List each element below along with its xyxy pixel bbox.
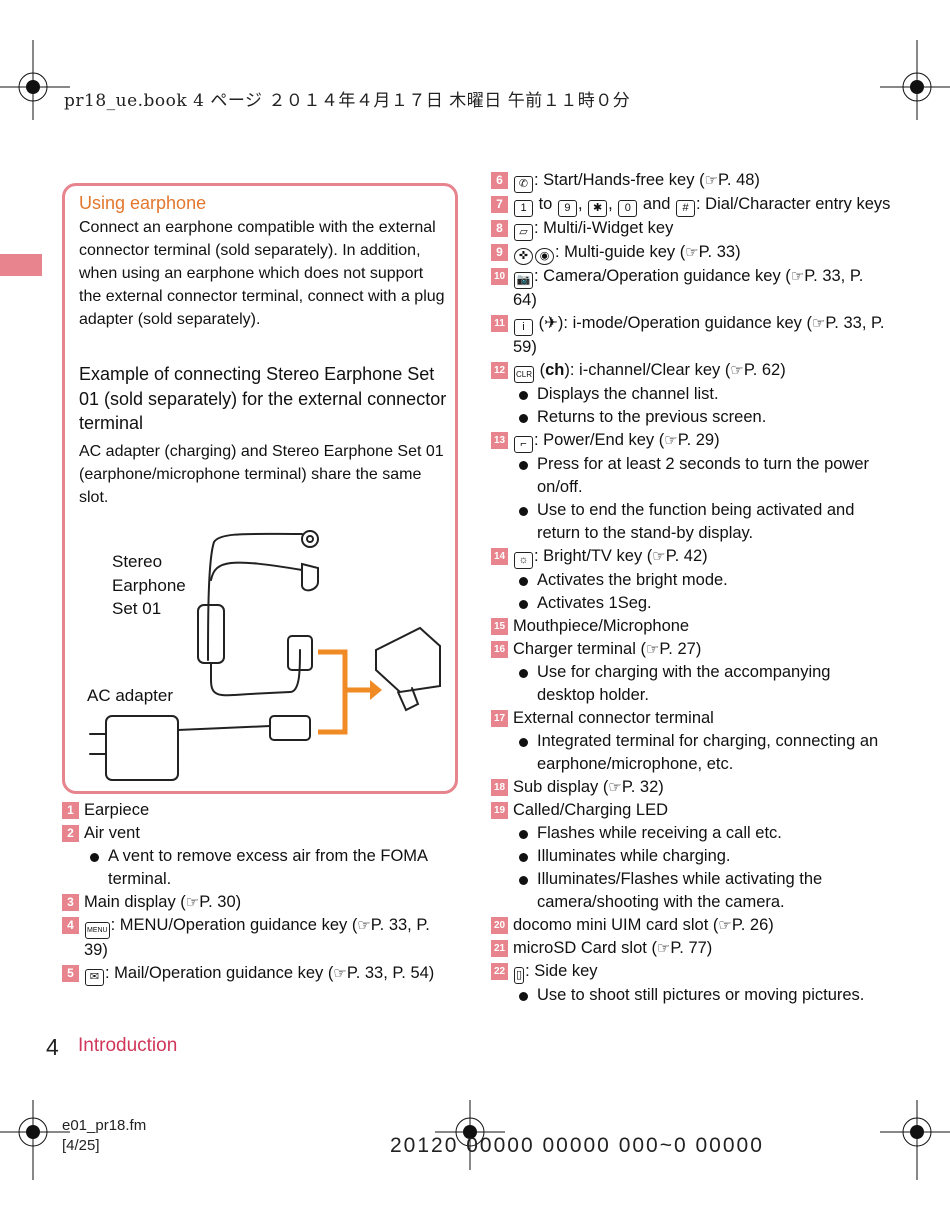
reference-icon: ☞ <box>704 172 719 189</box>
multi-widget-key-icon: ▱ <box>514 224 533 241</box>
key-0-icon: 0 <box>618 200 638 217</box>
list-bullet: Press for at least 2 seconds to turn the… <box>513 453 891 499</box>
reference-icon: ☞ <box>608 779 622 796</box>
box-paragraph-1: Connect an earphone compatible with the … <box>79 219 445 328</box>
camera-key-icon: 📷 <box>514 272 533 289</box>
center-key-icon: ◉ <box>535 248 554 265</box>
list-bullet: Integrated terminal for charging, connec… <box>513 730 891 776</box>
reference-icon: ☞ <box>664 432 678 449</box>
box-title: Using earphone <box>79 193 207 213</box>
reference-icon: ☞ <box>357 917 371 934</box>
list-item: 14☼: Bright/TV key (☞P. 42) <box>491 545 891 569</box>
multi-guide-key-icon: ✜ <box>514 248 533 265</box>
side-key-icon: ▯ <box>514 967 525 984</box>
reference-icon: ☞ <box>811 315 826 332</box>
list-bullet: A vent to remove excess air from the FOM… <box>84 845 457 891</box>
section-label: Introduction <box>78 1035 178 1056</box>
box-paragraph-2: AC adapter (charging) and Stereo Earphon… <box>79 443 444 506</box>
list-bullet: Illuminates/Flashes while activating the… <box>513 868 891 914</box>
reference-icon: ☞ <box>718 917 732 934</box>
print-header: pr18_ue.book 4 ページ ２０１４年４月１７日 木曜日 午前１１時０… <box>64 91 631 111</box>
power-key-icon: ⌐ <box>514 436 533 453</box>
start-key-icon: ✆ <box>514 176 533 193</box>
list-item: 9✜◉: Multi-guide key (☞P. 33) <box>491 241 891 265</box>
ichannel-symbol-icon: ch <box>545 361 565 379</box>
reference-icon: ☞ <box>790 268 805 285</box>
imode-symbol-icon: ✈ <box>544 314 558 332</box>
diagram-label-ac-adapter: AC adapter <box>87 686 173 705</box>
list-bullet: Use for charging with the accompanying d… <box>513 661 891 707</box>
list-bullet: Use to shoot still pictures or moving pi… <box>513 984 891 1007</box>
list-item: 22▯: Side key <box>491 960 891 984</box>
list-bullet: Displays the channel list. <box>513 383 891 406</box>
list-item: 13⌐: Power/End key (☞P. 29) <box>491 429 891 453</box>
list-bullet: Flashes while receiving a call etc. <box>513 822 891 845</box>
key-star-icon: ✱ <box>588 200 608 217</box>
key-hash-icon: # <box>676 200 696 217</box>
clear-key-icon: CLR <box>514 366 535 383</box>
list-item: 8▱: Multi/i-Widget key <box>491 217 891 241</box>
list-bullet: Returns to the previous screen. <box>513 406 891 429</box>
list-item: 5✉: Mail/Operation guidance key (☞P. 33,… <box>62 962 457 986</box>
key-1-icon: 1 <box>514 200 533 217</box>
footer-code: 20120 00000 00000 000~0 00000 <box>390 1134 764 1157</box>
reference-icon: ☞ <box>730 362 744 379</box>
connection-diagram <box>89 530 441 781</box>
reference-icon: ☞ <box>185 894 200 911</box>
mail-key-icon: ✉ <box>85 969 104 986</box>
reference-icon: ☞ <box>333 965 347 982</box>
list-item: 6✆: Start/Hands-free key (☞P. 48) <box>491 169 891 193</box>
key-9-icon: 9 <box>557 200 577 217</box>
earphone-info-box <box>62 183 458 794</box>
menu-key-icon: MENU <box>85 922 110 939</box>
list-item: 10📷: Camera/Operation guidance key (☞P. … <box>491 265 891 312</box>
reference-icon: ☞ <box>645 641 660 658</box>
box-subtitle: Example of connecting Stereo Earphone Se… <box>79 364 447 433</box>
diagram-label-earphone: Stereo Earphone Set 01 <box>112 552 186 618</box>
list-bullet: Illuminates while charging. <box>513 845 891 868</box>
bright-key-icon: ☼ <box>514 552 533 569</box>
reference-icon: ☞ <box>656 940 671 957</box>
list-bullet: Activates the bright mode. <box>513 569 891 592</box>
reference-icon: ☞ <box>685 244 699 261</box>
imode-key-icon: i <box>514 319 533 336</box>
footer-file-info: e01_pr18.fm [4/25] <box>62 1117 147 1154</box>
list-bullet: Use to end the function being activated … <box>513 499 891 545</box>
list-bullet: Activates 1Seg. <box>513 592 891 615</box>
page-number: 4 <box>46 1034 59 1060</box>
chapter-tab <box>0 254 42 276</box>
reference-icon: ☞ <box>652 548 666 565</box>
